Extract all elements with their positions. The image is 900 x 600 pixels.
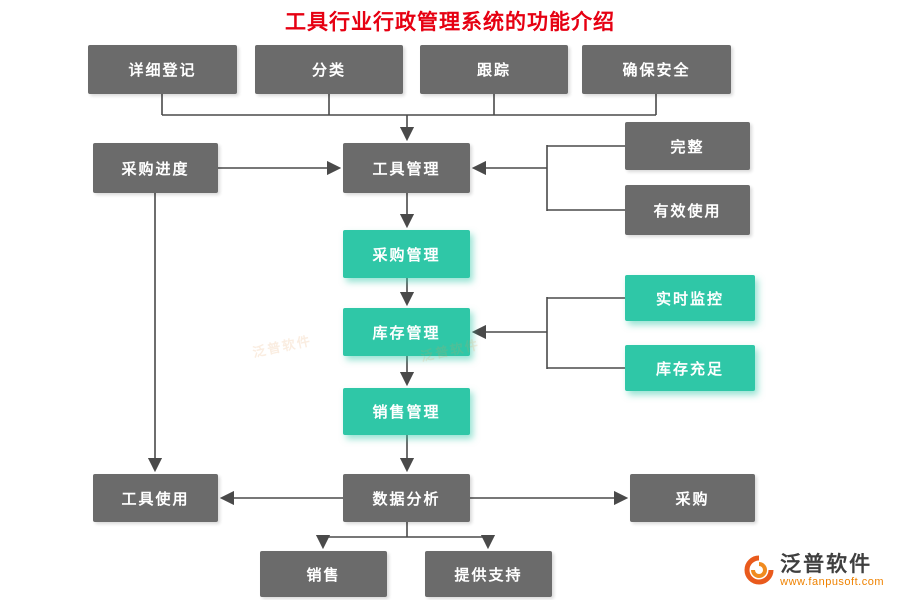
node-purchase-progress: 采购进度: [93, 143, 218, 193]
node-detail-registration: 详细登记: [88, 45, 237, 94]
node-sufficient-inventory: 库存充足: [625, 345, 755, 391]
fanpu-logo-icon: [744, 555, 774, 585]
edge-complete-effective-use-to-tool-management: [471, 145, 625, 211]
node-sales: 销售: [260, 551, 387, 597]
logo-url: www.fanpusoft.com: [780, 575, 884, 588]
node-inventory-management: 库存管理: [343, 308, 470, 356]
node-realtime-monitoring: 实时监控: [625, 275, 755, 321]
node-tracking: 跟踪: [420, 45, 568, 94]
page-title: 工具行业行政管理系统的功能介绍: [285, 10, 615, 34]
node-tool-usage: 工具使用: [93, 474, 218, 522]
node-sales-management: 销售管理: [343, 388, 470, 435]
node-classification: 分类: [255, 45, 403, 94]
edge-top-fan: [161, 94, 657, 142]
node-support: 提供支持: [425, 551, 552, 597]
node-tool-management: 工具管理: [343, 143, 470, 193]
node-purchase-management: 采购管理: [343, 230, 470, 278]
node-effective-use: 有效使用: [625, 185, 750, 235]
fanpu-logo-text: 泛普软件 www.fanpusoft.com: [780, 553, 884, 588]
edge-monitoring-sufficient-to-inventory-management: [471, 297, 625, 369]
edge-data-analysis-to-sales-and-support: [315, 522, 496, 550]
watermark: 泛普软件: [251, 332, 314, 361]
node-ensure-safety: 确保安全: [582, 45, 731, 94]
fanpu-logo: 泛普软件 www.fanpusoft.com: [744, 553, 884, 588]
logo-brand: 泛普软件: [780, 552, 873, 576]
node-purchase: 采购: [630, 474, 755, 522]
node-data-analysis: 数据分析: [343, 474, 470, 522]
node-complete: 完整: [625, 122, 750, 170]
